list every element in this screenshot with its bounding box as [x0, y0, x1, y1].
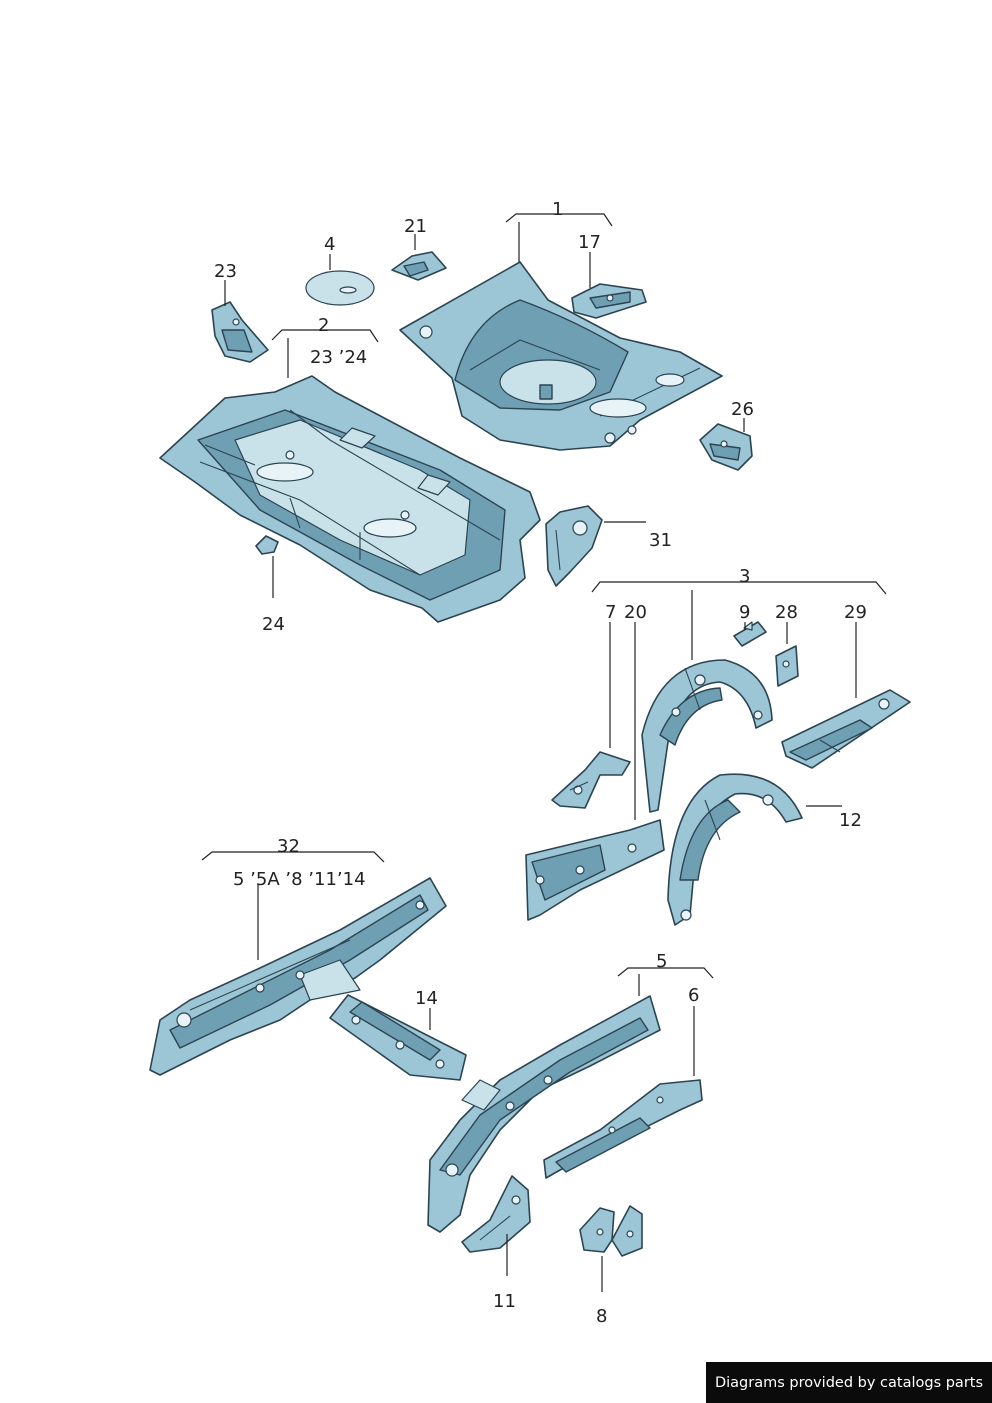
bracket-11-part[interactable] — [461, 1175, 531, 1253]
callout-3: 3 — [739, 566, 750, 587]
callout-21: 21 — [404, 216, 427, 237]
floor-pan-part[interactable] — [159, 375, 541, 623]
callout-17: 17 — [578, 232, 601, 253]
callout-31: 31 — [649, 530, 672, 551]
rear-cross-member-part[interactable] — [781, 689, 911, 769]
diagram-credit-banner: Diagrams provided by catalogs parts — [706, 1362, 992, 1403]
callout-6: 6 — [688, 985, 699, 1006]
rear-floor-pan-part[interactable] — [399, 261, 723, 451]
callout-2-subparts: 23 ’24 — [310, 347, 367, 368]
callout-32-subparts: 5 ’5A ’8 ’11’14 — [233, 869, 366, 890]
callout-labels: 1 17 21 4 23 2 23 ’24 26 31 24 3 7 20 9 … — [214, 199, 867, 1327]
callout-9: 9 — [739, 602, 750, 623]
wheel-house-outer-part[interactable] — [667, 773, 803, 926]
bracket-17-part[interactable] — [571, 283, 647, 319]
callout-14: 14 — [415, 988, 438, 1009]
side-reinforcement-6-part[interactable] — [543, 1079, 703, 1179]
round-cover-part[interactable] — [305, 270, 375, 306]
callout-24: 24 — [262, 614, 285, 635]
callout-12: 12 — [839, 810, 862, 831]
callout-8: 8 — [596, 1306, 607, 1327]
clip-24-part[interactable] — [255, 535, 279, 555]
clip-9-part[interactable] — [733, 621, 767, 647]
bracket-8-part[interactable] — [579, 1205, 643, 1257]
bracket-26-part[interactable] — [699, 423, 753, 471]
front-longitudinal-member-part[interactable] — [149, 877, 447, 1076]
callout-4: 4 — [324, 234, 335, 255]
reinforcement-panel-part[interactable] — [525, 819, 665, 921]
callout-7: 7 — [605, 602, 616, 623]
callout-1: 1 — [552, 199, 563, 220]
bracket-23-part[interactable] — [211, 301, 269, 363]
wheel-house-inner-part[interactable] — [641, 659, 773, 813]
callout-28: 28 — [775, 602, 798, 623]
leader-lines — [201, 213, 887, 1292]
bracket-28-part[interactable] — [775, 645, 799, 687]
callout-23: 23 — [214, 261, 237, 282]
callout-11: 11 — [493, 1291, 516, 1312]
bracket-21-part[interactable] — [391, 251, 447, 281]
diagram-credit-text: Diagrams provided by catalogs parts — [714, 1374, 984, 1391]
side-member-5-part[interactable] — [427, 995, 661, 1233]
callout-26: 26 — [731, 399, 754, 420]
bracket-31-part[interactable] — [545, 505, 603, 587]
callout-2: 2 — [318, 315, 329, 336]
callout-32: 32 — [277, 836, 300, 857]
bracket-7-part[interactable] — [551, 751, 631, 809]
callout-5: 5 — [656, 951, 667, 972]
callout-29: 29 — [844, 602, 867, 623]
callout-20: 20 — [624, 602, 647, 623]
cross-member-14-part[interactable] — [329, 994, 467, 1081]
